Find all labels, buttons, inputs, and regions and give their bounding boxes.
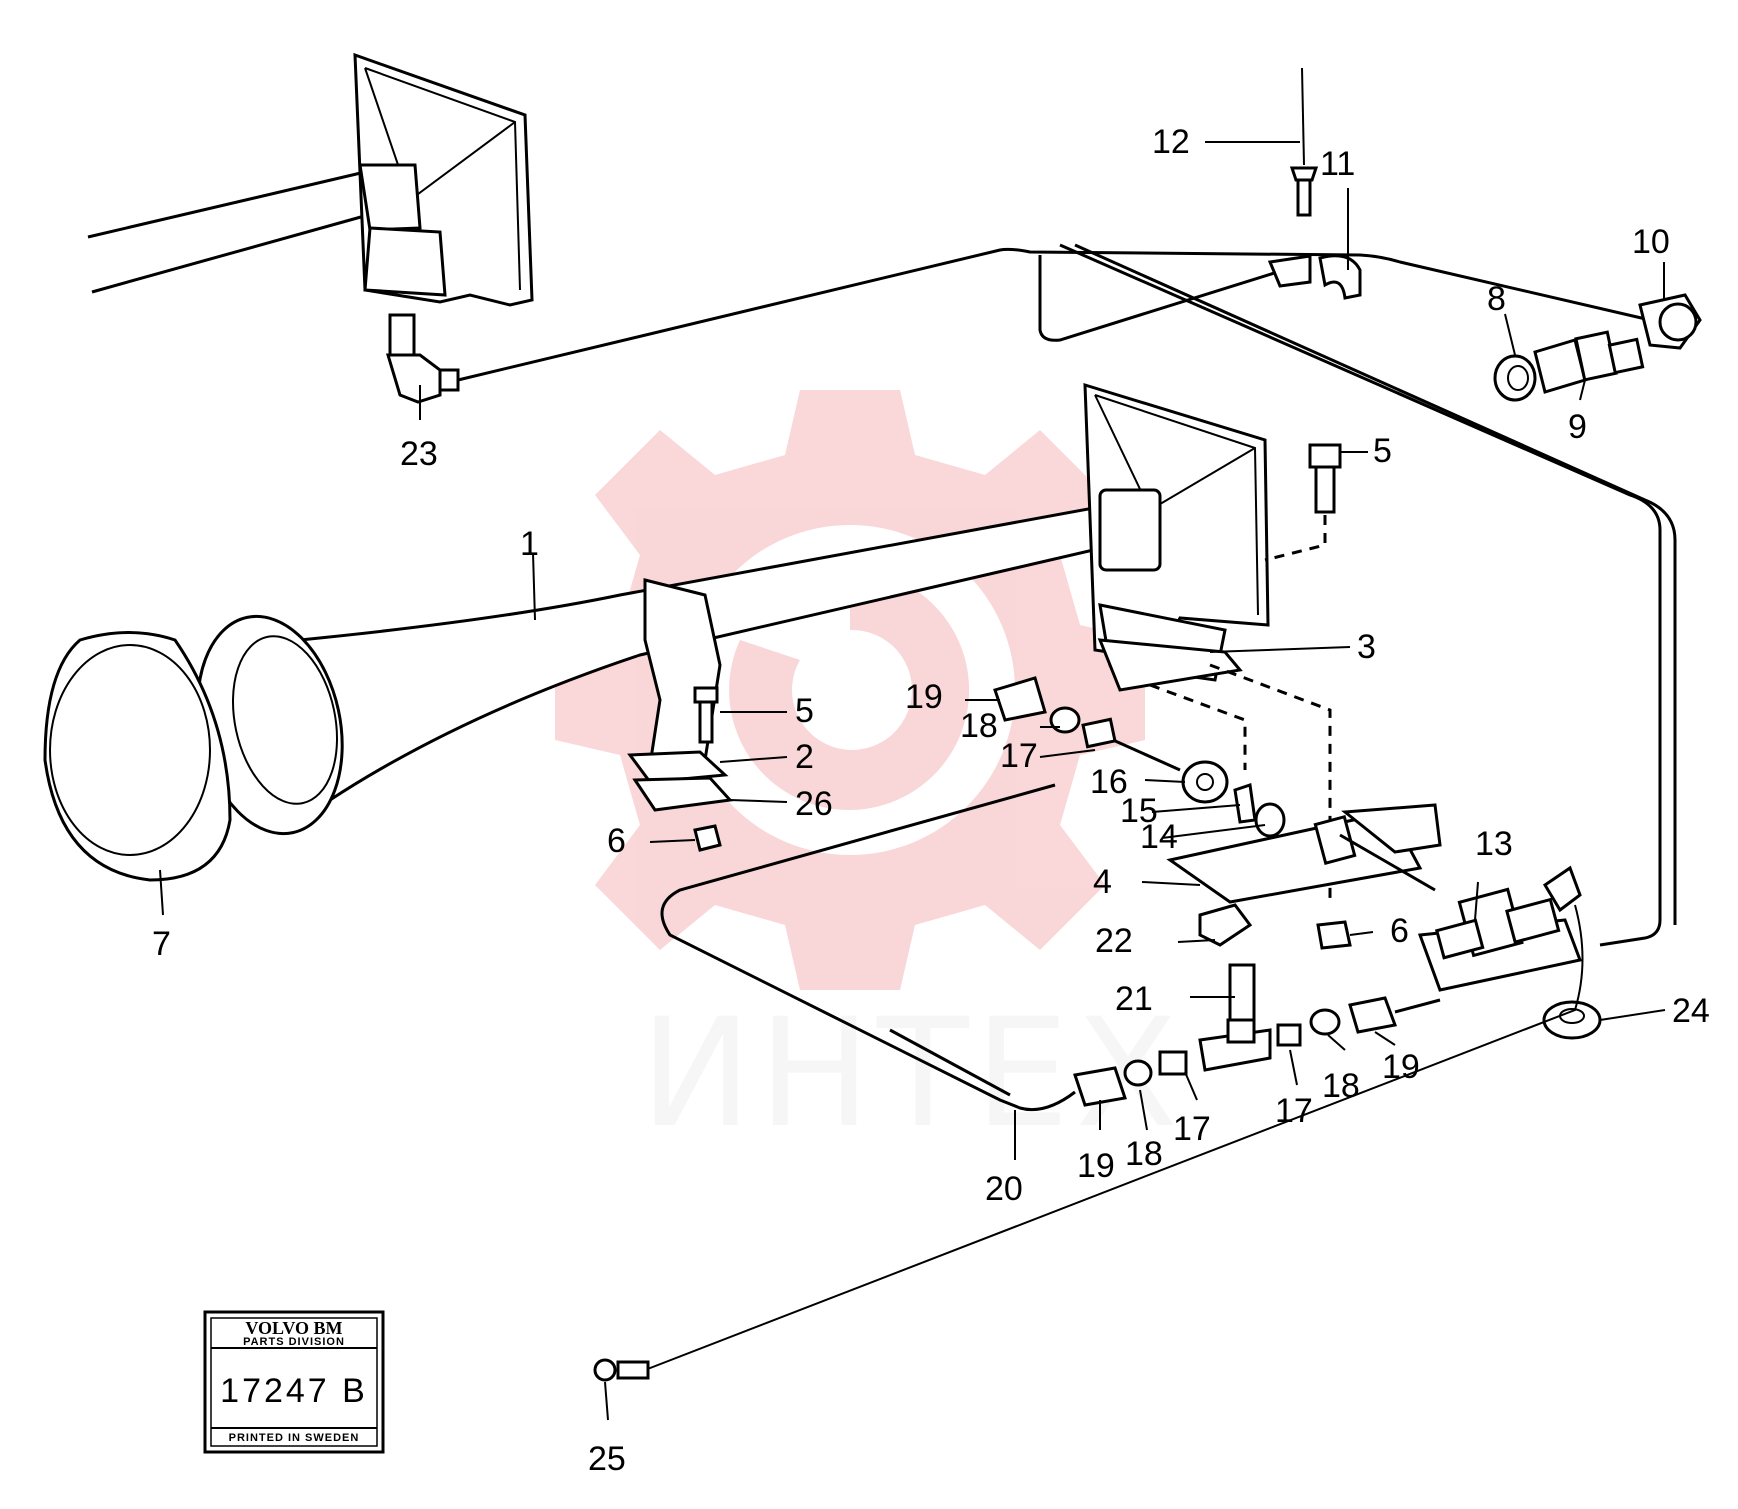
valve-13 <box>1417 865 1583 992</box>
callout-10: 10 <box>1632 223 1670 261</box>
fitting-18-lower-left <box>1123 1059 1153 1087</box>
fitting-17-upper <box>1081 717 1117 749</box>
callout-19-upper: 19 <box>905 678 943 716</box>
elbow-fitting-23 <box>385 313 460 404</box>
stamp-brand: VOLVO BM <box>245 1318 342 1338</box>
air-line-right <box>1059 243 1662 947</box>
rivet-12 <box>1289 67 1319 217</box>
nut-16 <box>1181 760 1229 804</box>
callout-14: 14 <box>1140 818 1178 856</box>
callout-12: 12 <box>1152 123 1190 161</box>
tube-20 <box>660 783 1076 1112</box>
callout-18-lower-left: 18 <box>1125 1135 1163 1173</box>
callouts: 1 2 3 4 5 5 6 6 7 8 9 10 11 12 13 14 15 … <box>152 123 1710 1478</box>
callout-24: 24 <box>1672 992 1710 1030</box>
main-horn <box>196 382 1270 836</box>
callout-19-lower-left: 19 <box>1077 1147 1115 1185</box>
nut-6-right <box>1316 920 1352 950</box>
fitting-10 <box>1638 293 1702 350</box>
fitting-19-lower-right <box>1348 996 1398 1034</box>
horn-cover-7 <box>43 631 232 882</box>
washer-14 <box>1254 802 1286 838</box>
stamp-printed: PRINTED IN SWEDEN <box>229 1432 360 1444</box>
leader-lines <box>159 141 1666 1421</box>
nut-6-left <box>693 824 722 852</box>
fitting-18-upper <box>1049 706 1081 734</box>
callout-26: 26 <box>795 785 833 823</box>
stamp-division: PARTS DIVISION <box>243 1336 345 1348</box>
callout-6-left: 6 <box>607 822 626 860</box>
fitting-19-upper <box>993 676 1047 722</box>
callout-20: 20 <box>985 1170 1023 1208</box>
callout-4: 4 <box>1093 863 1112 901</box>
valve-plate-4 <box>1166 803 1442 904</box>
grommet-24 <box>1542 1000 1602 1040</box>
bolt-5-left <box>693 686 719 744</box>
ground-cable <box>644 904 1584 1371</box>
fitting-17-lower-right <box>1276 1023 1302 1047</box>
callout-13: 13 <box>1475 825 1513 863</box>
star-washer-22 <box>1198 903 1253 947</box>
watermark-gear-icon <box>555 390 1145 990</box>
callout-18-upper: 18 <box>960 707 998 745</box>
tee-fitting <box>1198 1018 1272 1072</box>
callout-2: 2 <box>795 738 814 776</box>
fitting-19-lower-left <box>1073 1066 1127 1107</box>
callout-16: 16 <box>1090 763 1128 801</box>
stamp-number: 17247 B <box>220 1372 368 1410</box>
callout-15: 15 <box>1120 792 1158 830</box>
callout-3: 3 <box>1357 628 1376 666</box>
fitting-17-lower-left <box>1158 1050 1188 1076</box>
air-line-upper <box>457 247 1651 382</box>
callout-7: 7 <box>152 925 171 963</box>
callout-23: 23 <box>400 435 438 473</box>
callout-22: 22 <box>1095 922 1133 960</box>
callout-25: 25 <box>588 1440 626 1478</box>
upper-horn <box>87 52 534 307</box>
callout-18-lower-right: 18 <box>1322 1067 1360 1105</box>
washer-8 <box>1493 354 1537 402</box>
callout-11: 11 <box>1320 145 1355 183</box>
callout-17-lower-right: 17 <box>1275 1092 1313 1130</box>
callout-5-right: 5 <box>1373 432 1392 470</box>
fitting-9 <box>1533 330 1645 394</box>
callout-9: 9 <box>1568 408 1587 446</box>
callout-1: 1 <box>520 525 539 563</box>
fitting-18-lower-right <box>1309 1008 1341 1036</box>
callout-6-right: 6 <box>1390 912 1409 950</box>
callout-19-lower-right: 19 <box>1382 1048 1420 1086</box>
screw-21 <box>1228 963 1256 1022</box>
callout-5-left: 5 <box>795 692 814 730</box>
callout-17-lower-left: 17 <box>1173 1110 1211 1148</box>
bolt-5-right <box>1308 443 1342 514</box>
bracket-15 <box>1233 783 1257 824</box>
callout-17-upper: 17 <box>1000 737 1038 775</box>
callout-8: 8 <box>1487 280 1506 318</box>
cable-lug-25 <box>593 1358 650 1382</box>
callout-21: 21 <box>1115 980 1153 1018</box>
parts-stamp: VOLVO BM PARTS DIVISION 17247 B PRINTED … <box>203 1310 385 1454</box>
clip-11 <box>1267 254 1362 300</box>
